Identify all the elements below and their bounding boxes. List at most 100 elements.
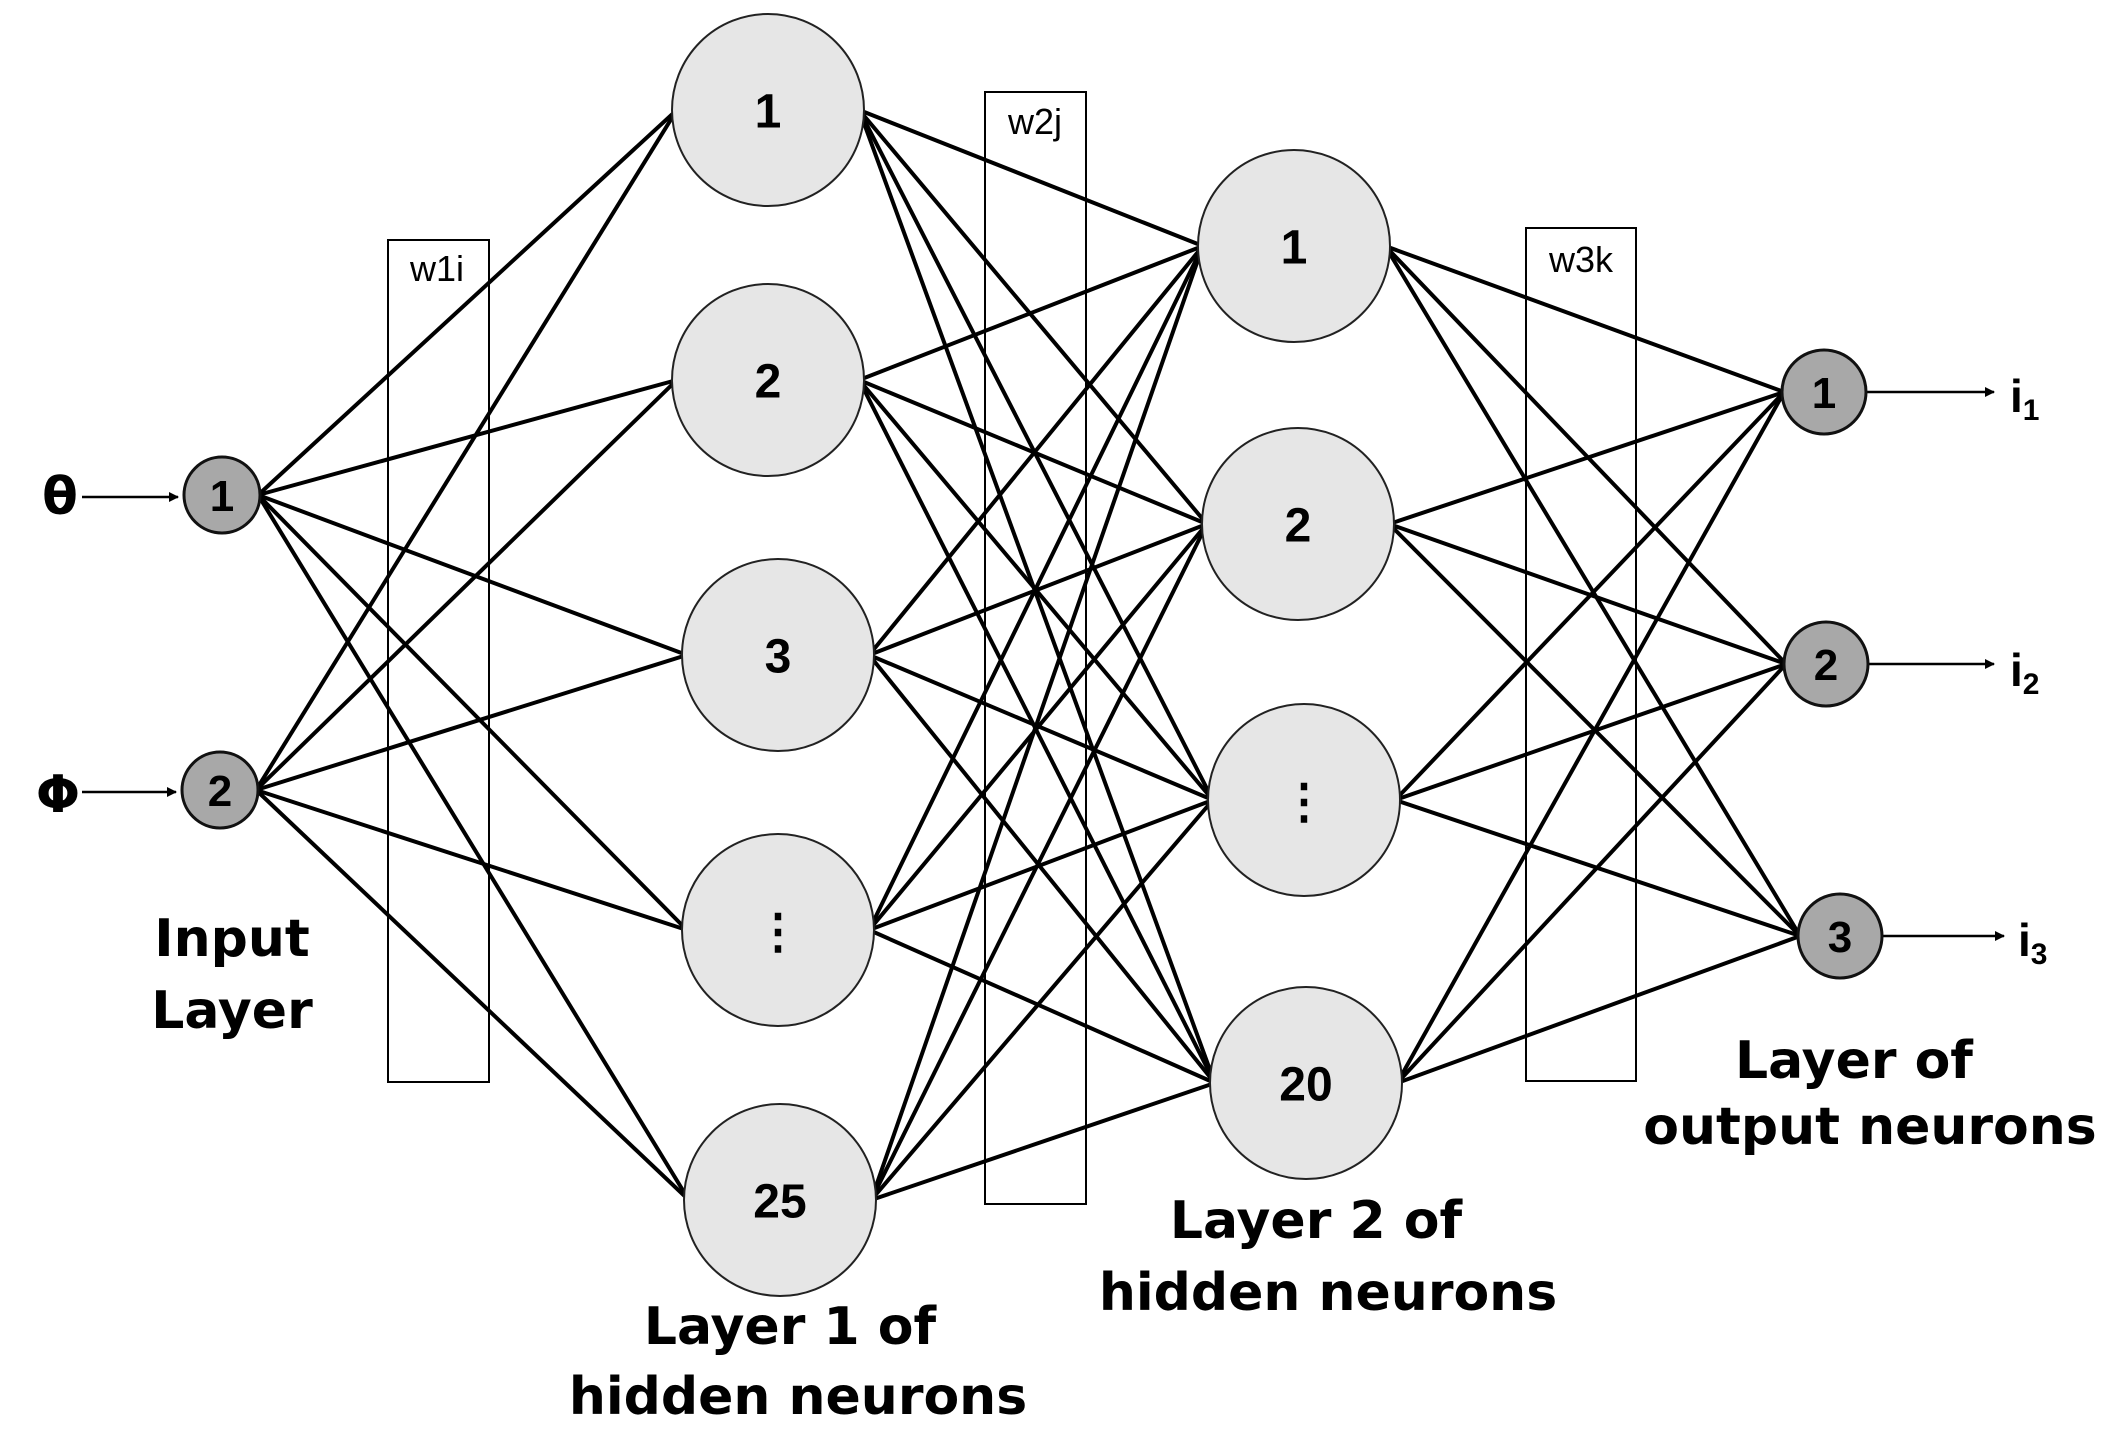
hidden2-output-edge-2-1 <box>1388 390 1785 526</box>
hidden2-output-edge-3-2 <box>1394 662 1787 802</box>
hidden2-output-edge-1-1 <box>1384 244 1785 394</box>
output-signal-3: i3 <box>2018 914 2047 971</box>
output-neuron-label: 3 <box>1828 913 1852 962</box>
hidden2-neuron-circle <box>1201 427 1395 621</box>
input-hidden1-edge-2-4 <box>255 788 688 932</box>
hidden2-neuron-circle <box>1197 149 1391 343</box>
output-neuron-label: 1 <box>1812 369 1836 418</box>
output-neuron-circle <box>1796 892 1884 980</box>
output-neuron-circle <box>1780 348 1868 436</box>
caption-output-line1: Layer of <box>1735 1031 1974 1091</box>
hidden2-output-edge-4-2 <box>1395 662 1788 1085</box>
hidden2-neuron-label: 20 <box>1279 1058 1332 1111</box>
hidden2-neuron-label: ⋮ <box>1280 775 1328 828</box>
input-neuron-circle <box>180 750 260 830</box>
hidden1-hidden2-edge-5-2 <box>869 523 1209 1201</box>
hidden2-neuron-4: 20 <box>1209 986 1403 1180</box>
hidden1-neuron-circle <box>671 283 865 477</box>
input-symbol-phi: Φ <box>36 765 80 825</box>
hidden1-hidden2-edge-3-2 <box>868 522 1208 657</box>
hidden2-output-edge-2-2 <box>1388 522 1787 666</box>
input-hidden1-edge-1-5 <box>256 493 691 1202</box>
hidden1-neuron-circle <box>683 1103 877 1297</box>
hidden2-neuron-circle <box>1209 986 1403 1180</box>
weight-boxes: w1i w2j w3k <box>387 91 1637 1205</box>
input-hidden1-edge-1-3 <box>257 493 688 657</box>
hidden1-neuron-4: ⋮ <box>681 833 875 1027</box>
output-arrows: i1 i2 i3 <box>1864 370 2047 971</box>
input-hidden1-edge-2-5 <box>254 788 691 1202</box>
hidden2-neuron-label: 2 <box>1285 499 1312 552</box>
weight-box-w3 <box>1525 227 1637 1082</box>
caption-hidden2-line1: Layer 2 of <box>1170 1191 1464 1251</box>
hidden1-neuron-label: 3 <box>765 630 792 683</box>
input-hidden1-edge-1-2 <box>257 378 678 497</box>
input-symbol-theta: θ <box>42 467 78 527</box>
input-hidden1-edge-2-3 <box>255 653 688 792</box>
hidden1-neuron-circle <box>681 558 875 752</box>
hidden2-output-edge-4-1 <box>1395 391 1786 1084</box>
hidden1-hidden2-edge-1-1 <box>858 108 1204 248</box>
hidden1-hidden2-edge-5-3 <box>869 798 1215 1202</box>
weight-box-w2 <box>984 91 1087 1205</box>
hidden2-output-edge-3-1 <box>1393 390 1786 802</box>
hidden1-hidden2-edge-3-4 <box>867 653 1217 1085</box>
caption-hidden2-line2: hidden neurons <box>1099 1263 1557 1323</box>
input-neuron-label: 1 <box>210 472 234 521</box>
input-hidden1-edge-1-4 <box>256 493 689 932</box>
hidden1-neuron-circle <box>681 833 875 1027</box>
hidden2-neuron-1: 1 <box>1197 149 1391 343</box>
hidden1-hidden2-edge-5-1 <box>869 245 1205 1201</box>
hidden2-output-edge-4-3 <box>1396 934 1801 1085</box>
weight-box-w1 <box>387 239 490 1083</box>
weight-label-w3: w3k <box>1548 239 1614 280</box>
hidden1-hidden2-edge-4-2 <box>867 522 1209 932</box>
output-neuron-3: 3 <box>1796 892 1884 980</box>
hidden1-neuron-label: 2 <box>755 355 782 408</box>
hidden1-neuron-2: 2 <box>671 283 865 477</box>
weight-label-w2: w2j <box>1007 101 1062 142</box>
hidden1-hidden2-edge-4-4 <box>868 928 1216 1085</box>
hidden1-neuron-5: 25 <box>683 1103 877 1297</box>
hidden1-hidden2-edge-5-4 <box>870 1081 1216 1202</box>
hidden1-neuron-label: 25 <box>753 1175 806 1228</box>
caption-hidden1-line2: hidden neurons <box>569 1367 1027 1427</box>
hidden1-hidden2-edge-3-3 <box>868 653 1214 802</box>
hidden2-output-edge-1-2 <box>1383 244 1788 666</box>
caption-input-line1: Input <box>154 909 309 969</box>
hidden1-hidden2-edge-4-3 <box>868 798 1214 932</box>
layer-captions: Input Layer Layer 1 of hidden neurons La… <box>151 909 2096 1427</box>
input-neuron-2: 2 <box>180 750 260 830</box>
hidden1-hidden2-edge-2-4 <box>857 379 1217 1084</box>
hidden1-hidden2-edge-3-1 <box>867 244 1205 657</box>
hidden1-hidden2-edge-1-4 <box>857 109 1217 1084</box>
input-arrows: θ Φ <box>36 467 179 825</box>
output-signal-2: i2 <box>2010 644 2039 701</box>
hidden1-neuron-1: 1 <box>671 13 865 207</box>
hidden1-neuron-label: ⋮ <box>754 905 802 958</box>
hidden2-neuron-label: 1 <box>1281 221 1308 274</box>
caption-input-line2: Layer <box>151 981 313 1041</box>
hidden1-hidden2-edge-1-2 <box>857 108 1209 526</box>
hidden1-neuron-circle <box>671 13 865 207</box>
hidden1-hidden2-edge-2-1 <box>858 244 1204 382</box>
hidden2-neuron-circle <box>1207 703 1401 897</box>
output-neuron-label: 2 <box>1814 641 1838 690</box>
input-hidden1-edge-1-1 <box>256 108 679 497</box>
neurons: 1 2 1 2 3 ⋮ 25 1 2 ⋮ 20 1 2 3 <box>180 13 1884 1297</box>
output-neuron-2: 2 <box>1782 620 1870 708</box>
input-neuron-circle <box>182 455 262 535</box>
input-neuron-label: 2 <box>208 767 232 816</box>
weight-label-w1: w1i <box>409 248 464 289</box>
input-neuron-1: 1 <box>182 455 262 535</box>
hidden1-neuron-3: 3 <box>681 558 875 752</box>
input-hidden1-edge-2-2 <box>254 378 679 792</box>
input-hidden1-edge-2-1 <box>254 108 679 792</box>
caption-hidden1-line1: Layer 1 of <box>644 1297 938 1357</box>
output-neuron-1: 1 <box>1780 348 1868 436</box>
output-neuron-circle <box>1782 620 1870 708</box>
hidden1-neuron-label: 1 <box>755 85 782 138</box>
caption-output-line2: output neurons <box>1643 1097 2096 1157</box>
hidden2-neuron-3: ⋮ <box>1207 703 1401 897</box>
